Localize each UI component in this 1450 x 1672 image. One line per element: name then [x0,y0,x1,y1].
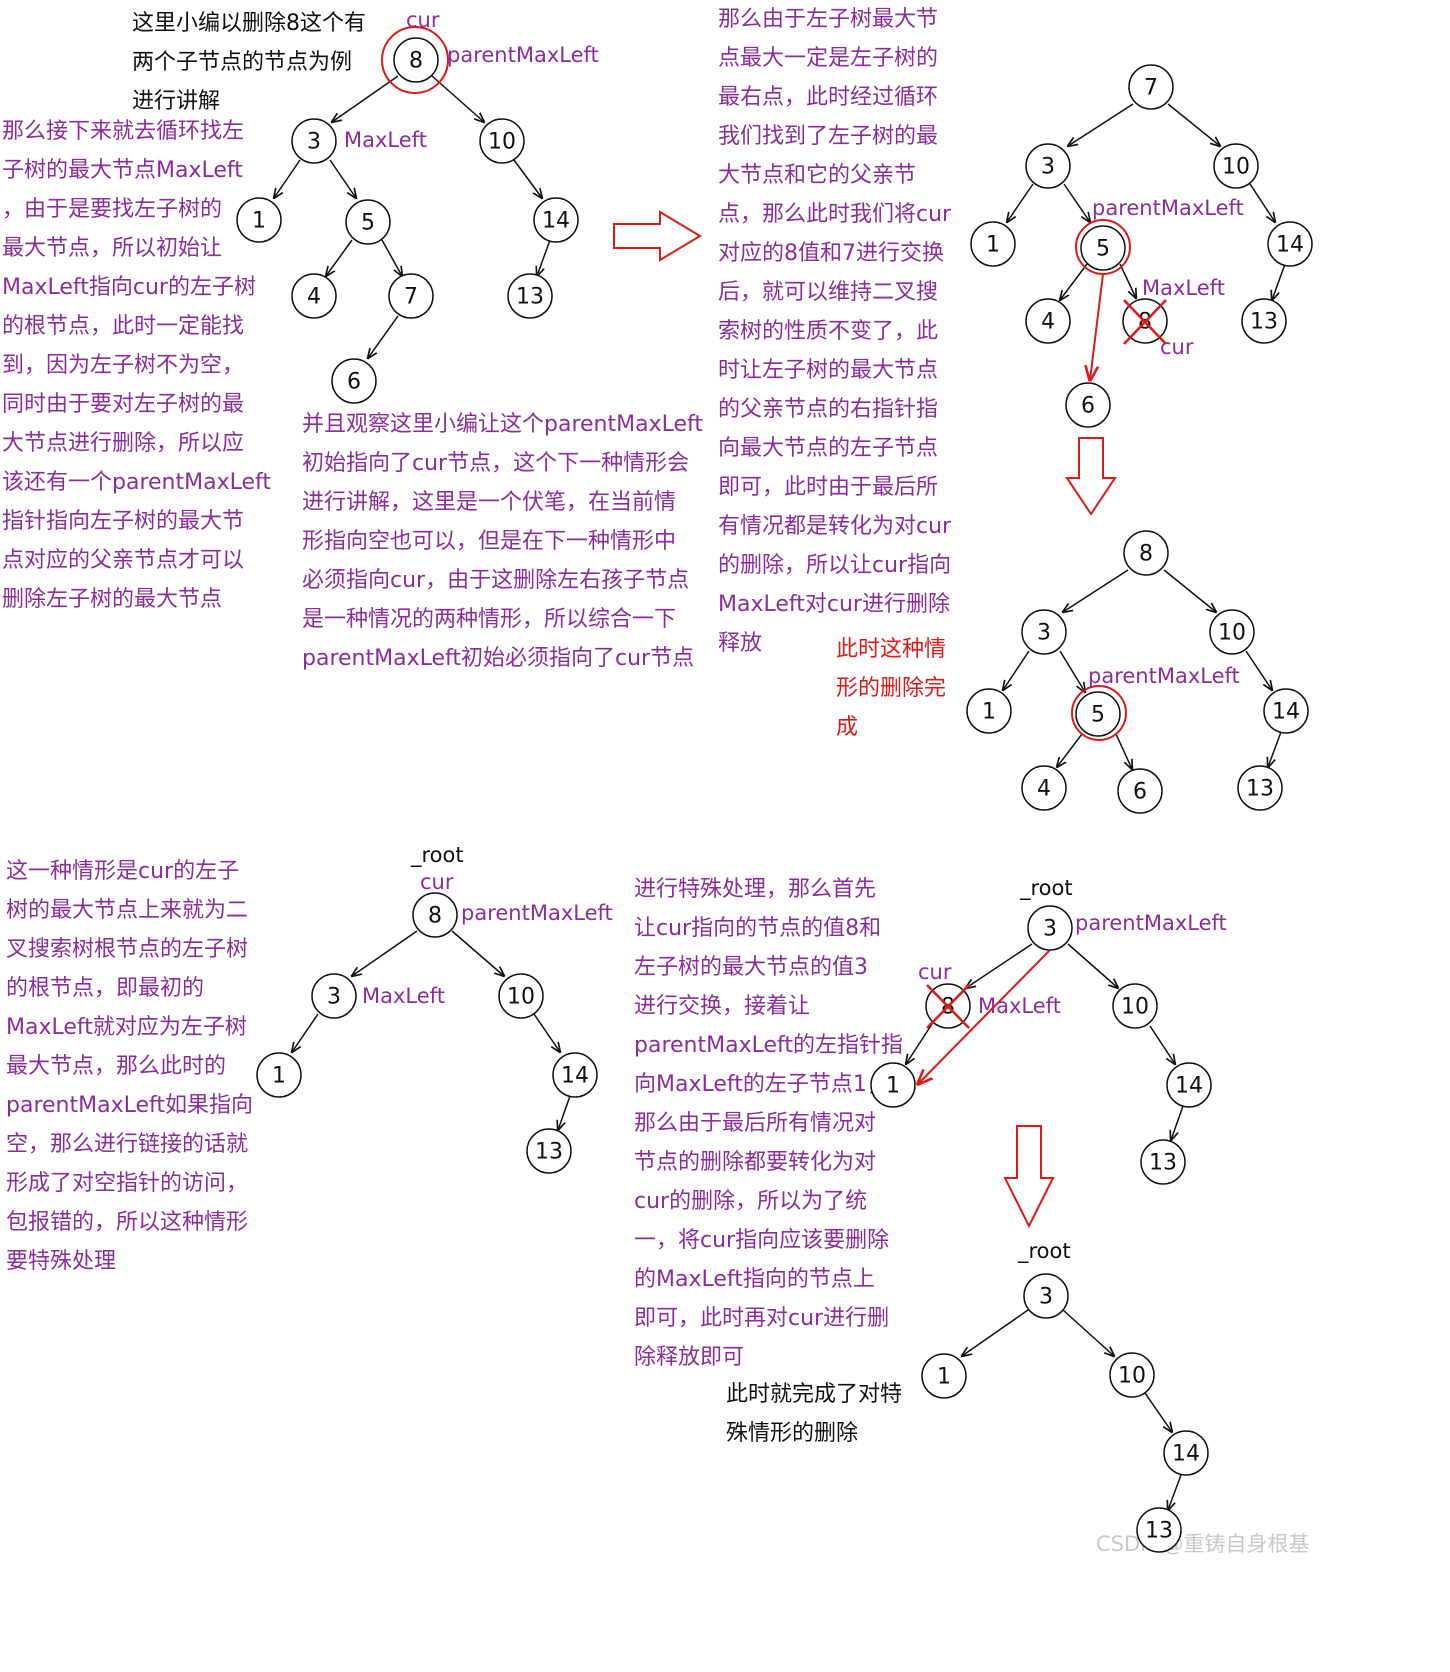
tree1-cur-highlight [381,26,449,94]
tree1-nodes [236,37,579,404]
tree2-node-10: 10 [1222,155,1250,180]
tree1-node-13: 13 [516,285,544,310]
tree2-node-13: 13 [1250,310,1278,335]
tree1-node-values: 8 3 10 1 5 14 4 7 13 6 [252,49,570,395]
tree3-nodes [966,530,1309,814]
tree4-node-14: 14 [561,1064,589,1089]
tree3-node-10: 10 [1218,621,1246,646]
down-arrow-icon-1 [1065,437,1117,516]
tree2-node-7: 7 [1144,76,1158,101]
tree6-nodes [921,1273,1209,1553]
tree1-node-8: 8 [409,49,423,74]
special-case-process: 进行特殊处理，那么首先 让cur指向的节点的值8和 左子树的最大节点的值3 进行… [634,877,903,1370]
tree5-node-13: 13 [1149,1151,1177,1176]
special-case-done-note: 此时就完成了对特 殊情形的删除 [726,1382,903,1446]
tree6-node-1: 1 [937,1365,951,1390]
label-cur-5: cur [918,960,952,984]
tree6-node-10: 10 [1118,1364,1146,1389]
left-explanation: 那么接下来就去循环找左 子树的最大节点MaxLeft ，由于是要找左子树的 最大… [2,119,271,612]
case-done-note: 此时这种情 形的删除完 成 [836,637,947,740]
tree4-node-1: 1 [272,1064,286,1089]
label-parent-max-left-2: parentMaxLeft [1092,196,1244,220]
tree4-node-8: 8 [428,904,442,929]
tree2-node-values: 7 3 10 1 5 14 4 8 13 6 [986,76,1304,419]
tree3-node-values: 8 3 10 1 5 14 4 6 13 [982,542,1300,805]
tree3-parent-highlight [1071,685,1127,741]
tree1-node-3: 3 [307,130,321,155]
tree2-node-6: 6 [1081,394,1095,419]
tree3-node-8: 8 [1139,542,1153,567]
tree4-node-3: 3 [327,985,341,1010]
tree3-node-14: 14 [1272,700,1300,725]
tree1-node-14: 14 [542,209,570,234]
tree2-relink-arrow [1090,273,1104,380]
tree2-edges [1007,103,1286,300]
tree2-node-14: 14 [1276,233,1304,258]
tree4-node-13: 13 [535,1140,563,1165]
tree1-node-5: 5 [361,211,375,236]
special-case-explanation: 这一种情形是cur的左子 树的最大节点上来就为二 叉搜索树根节点的左子树 的根节… [6,859,253,1274]
label-cur-2: cur [1160,335,1194,359]
tree6-node-values: 3 1 10 14 13 [937,1285,1200,1544]
tree5-edges [906,943,1184,1140]
tree4-node-values: 8 3 10 1 14 13 [272,904,589,1165]
tree5-node-1: 1 [886,1074,900,1099]
label-parent-max-left-5: parentMaxLeft [1075,911,1227,935]
label-max-left-4: MaxLeft [362,984,445,1008]
tree5-node-10: 10 [1121,995,1149,1020]
tree6-edges [962,1309,1182,1510]
label-cur-4: cur [420,870,454,894]
tree5-node-values: 3 8 10 1 14 13 [886,917,1203,1176]
tree4-nodes [256,892,598,1174]
tree5-node-14: 14 [1175,1074,1203,1099]
middle-explanation: 并且观察这里小编让这个parentMaxLeft 初始指向了cur节点，这个下一… [302,412,703,671]
label-parent-max-left-4: parentMaxLeft [461,901,613,925]
tree1-node-6: 6 [347,370,361,395]
tree4-edges [292,930,571,1130]
tree3-node-6: 6 [1133,780,1147,805]
tree2-nodes [970,64,1313,428]
tree3-node-3: 3 [1037,621,1051,646]
tree5-relink-arrow [918,949,1051,1084]
label-max-left-5: MaxLeft [978,994,1061,1018]
tree3-node-5: 5 [1091,703,1105,728]
label-root-4: _root [411,843,464,867]
label-parent-max-left-3: parentMaxLeft [1088,664,1240,688]
tree2-node-3: 3 [1041,155,1055,180]
tree2-node-1: 1 [986,233,1000,258]
tree3-node-13: 13 [1246,777,1274,802]
tree1-edges [274,75,551,358]
tree5-node-3: 3 [1043,917,1057,942]
label-root-6: _root [1018,1239,1071,1263]
tree6-node-14: 14 [1172,1442,1200,1467]
watermark: CSDN @重铸自身根基 [1096,1532,1310,1556]
tree1-node-1: 1 [252,209,266,234]
tree3-node-1: 1 [982,700,996,725]
tree2-node-4: 4 [1041,310,1055,335]
tree6-node-13: 13 [1145,1519,1173,1544]
label-max-left-2: MaxLeft [1142,276,1225,300]
tree1-node-10: 10 [488,130,516,155]
tree2-cross-mark [1123,299,1167,345]
tree1-node-4: 4 [307,285,321,310]
tree1-node-7: 7 [404,285,418,310]
intro-text: 这里小编以删除8这个有 两个子节点的节点为例 进行讲解 [132,11,366,114]
right-explanation: 那么由于左子树最大节 点最大一定是左子树的 最右点，此时经过循环 我们找到了左子… [718,7,952,656]
down-arrow-icon-2 [1003,1125,1055,1229]
tree2-node-5: 5 [1096,237,1110,262]
tree6-node-3: 3 [1039,1285,1053,1310]
tree5-cross-mark [926,984,970,1029]
tree4-node-10: 10 [507,985,535,1010]
tree3-node-4: 4 [1037,777,1051,802]
right-arrow-icon [613,210,702,262]
label-max-left-1: MaxLeft [344,128,427,152]
label-parent-max-left-1: parentMaxLeft [447,43,599,67]
label-root-5: _root [1020,876,1073,900]
tree3-edges [1003,569,1282,769]
